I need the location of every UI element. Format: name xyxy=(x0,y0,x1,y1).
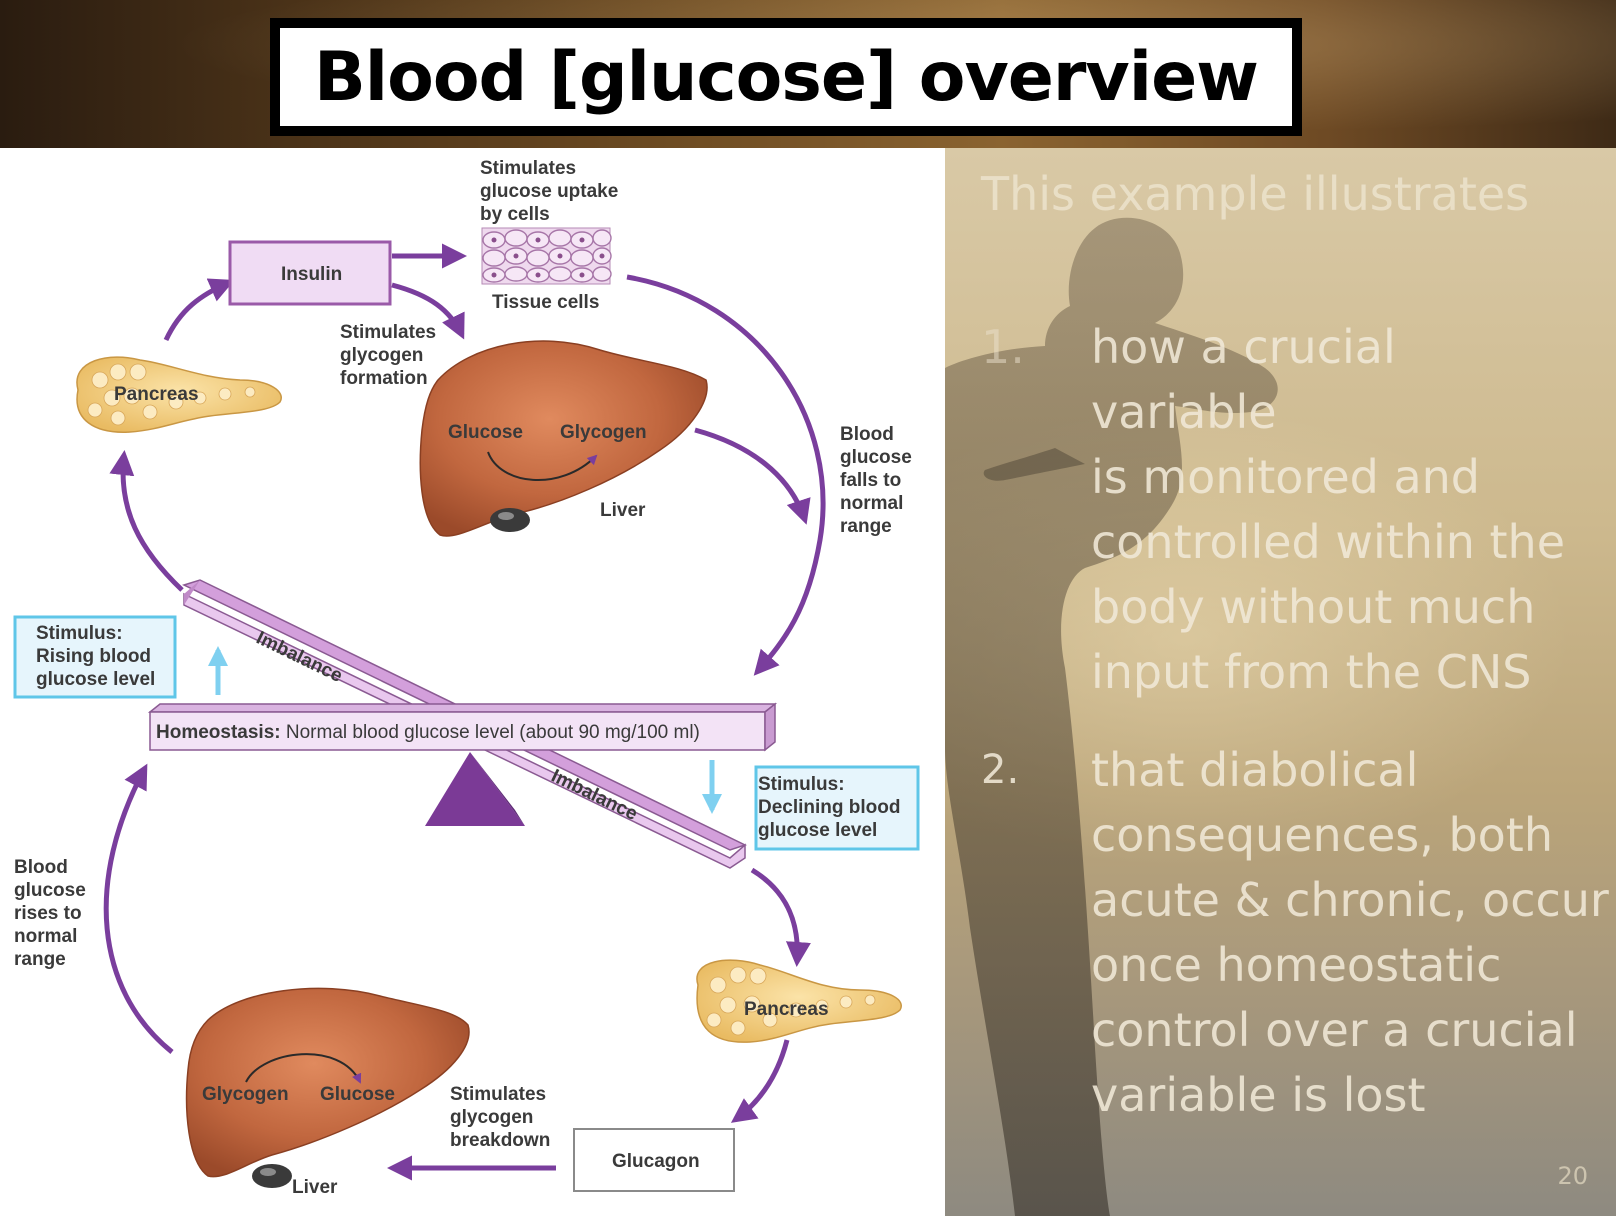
uptake-note: Stimulates glucose uptake by cells xyxy=(480,158,624,225)
slide-title: Blood [glucose] overview xyxy=(313,37,1259,117)
fulcrum xyxy=(425,752,525,826)
liver-bottom-glycogen-label: Glycogen xyxy=(202,1084,289,1105)
liver-top-glucose-label: Glucose xyxy=(448,422,523,443)
homeostasis-bar xyxy=(147,702,778,752)
liver-bottom-label: Liver xyxy=(292,1177,338,1198)
person-silhouette-image xyxy=(945,217,1278,1216)
arrow-liver-to-falls xyxy=(694,427,811,525)
insulin-box xyxy=(228,240,392,306)
liver-top-illustration xyxy=(419,340,708,537)
glucagon-label: Glucagon xyxy=(612,1151,700,1172)
right-text-panel: This example illustrates 1. how a crucia… xyxy=(945,148,1616,1216)
title-box: Blood [glucose] overview xyxy=(270,18,1302,136)
stimulus-rising-box xyxy=(13,615,177,699)
arrow-imbalance-to-pancreas xyxy=(109,450,184,592)
homeostasis-text: Homeostasis: Normal blood glucose level … xyxy=(156,722,700,743)
tissue-cells-illustration xyxy=(481,227,612,285)
glycogen-formation-note: Stimulates glycogen formation xyxy=(340,322,441,389)
liver-bottom-illustration xyxy=(185,987,470,1188)
arrow-pancreas-to-insulin xyxy=(163,278,235,342)
stimulus-declining-text: Stimulus: Declining blood glucose level xyxy=(758,774,906,841)
pancreas-bottom-illustration xyxy=(696,959,902,1043)
insulin-label: Insulin xyxy=(281,264,342,285)
point-2-text: that diabolical consequences, both acute… xyxy=(1091,743,1609,1122)
liver-bottom-glucose-label: Glucose xyxy=(320,1084,395,1105)
intro-text: This example illustrates xyxy=(981,167,1530,221)
arrow-imbalance-to-pancreas-bottom xyxy=(750,867,811,967)
arrow-liver-to-homeostasis xyxy=(103,763,174,1054)
arrow-insulin-to-liver xyxy=(391,282,465,340)
page-number: 20 xyxy=(1557,1162,1588,1190)
arrow-pancreas-to-glucagon xyxy=(730,1039,790,1123)
arrow-tissue-to-homeostasis xyxy=(626,274,826,676)
tissue-cells-label: Tissue cells xyxy=(492,292,599,313)
point-2-number: 2. xyxy=(981,747,1020,793)
glycogen-breakdown-note: Stimulates glycogen breakdown xyxy=(450,1084,551,1151)
glucose-homeostasis-diagram: Stimulates glucose uptake by cells Tissu… xyxy=(0,148,945,1216)
pancreas-top-illustration xyxy=(76,356,282,433)
stimulus-declining-box xyxy=(754,765,920,851)
glucose-falls-note: Blood glucose falls to normal range xyxy=(840,424,917,537)
liver-top-label: Liver xyxy=(600,500,646,521)
pancreas-bottom-label: Pancreas xyxy=(744,999,829,1020)
glucose-rises-note: Blood glucose rises to normal range xyxy=(14,857,91,970)
pancreas-top-label: Pancreas xyxy=(114,384,199,405)
point-1-number: 1. xyxy=(981,320,1025,374)
glucagon-box xyxy=(573,1128,735,1192)
point-1-text: how a crucial variable is monitored and … xyxy=(1091,320,1565,699)
stimulus-rising-text: Stimulus: Rising blood glucose level xyxy=(36,623,156,690)
liver-top-glycogen-label: Glycogen xyxy=(560,422,647,443)
